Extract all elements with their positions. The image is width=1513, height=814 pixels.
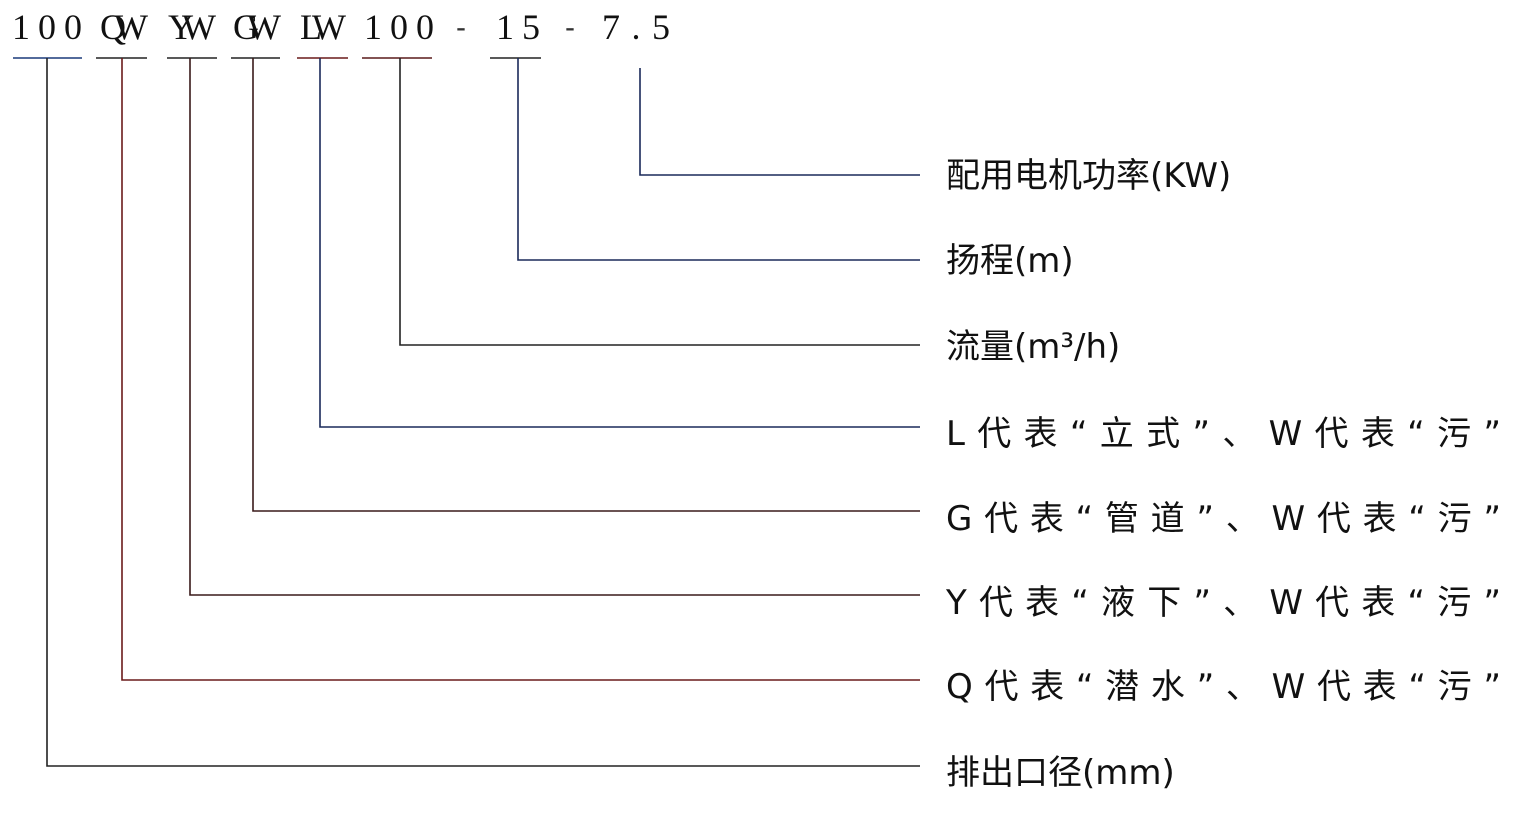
leader-gw [252, 58, 920, 512]
desc-qw: Q代表“潜水”、W代表“污” [946, 667, 1501, 707]
leader-qw [121, 58, 920, 681]
leader-yw [189, 58, 920, 596]
code-part-yw: YW [168, 7, 216, 47]
code-part-head: 15 [496, 7, 540, 47]
leader-diameter [46, 58, 920, 767]
leader-lines [46, 58, 920, 767]
code-part-gw: GW [233, 7, 281, 47]
desc-yw: Y代表“液下”、W代表“污” [945, 583, 1501, 623]
desc-flow: 流量(m³/h) [946, 327, 1120, 367]
desc-gw: G代表“管道”、W代表“污” [946, 499, 1501, 539]
code-part-power: 7.5 [602, 7, 670, 47]
code-part-lw: LW [300, 7, 346, 47]
code-part-flow: 100 [364, 7, 434, 47]
descriptions: 配用电机功率(KW) 扬程(m) 流量(m³/h) L代表“立式”、W代表“污”… [945, 156, 1501, 793]
code-separator: - [456, 11, 466, 44]
model-code: 100 QW YW GW LW 100 - 15 - 7.5 [12, 7, 670, 47]
code-part-diameter: 100 [12, 7, 82, 47]
leader-lw [319, 58, 920, 428]
leader-flow [399, 58, 920, 346]
code-part-qw: QW [100, 7, 148, 47]
desc-motor-power: 配用电机功率(KW) [946, 156, 1231, 196]
desc-lw: L代表“立式”、W代表“污” [946, 414, 1501, 454]
code-separator: - [565, 11, 575, 44]
leader-head [517, 58, 920, 261]
leader-power [639, 68, 920, 176]
desc-diameter: 排出口径(mm) [946, 753, 1175, 793]
desc-head: 扬程(m) [946, 241, 1074, 281]
